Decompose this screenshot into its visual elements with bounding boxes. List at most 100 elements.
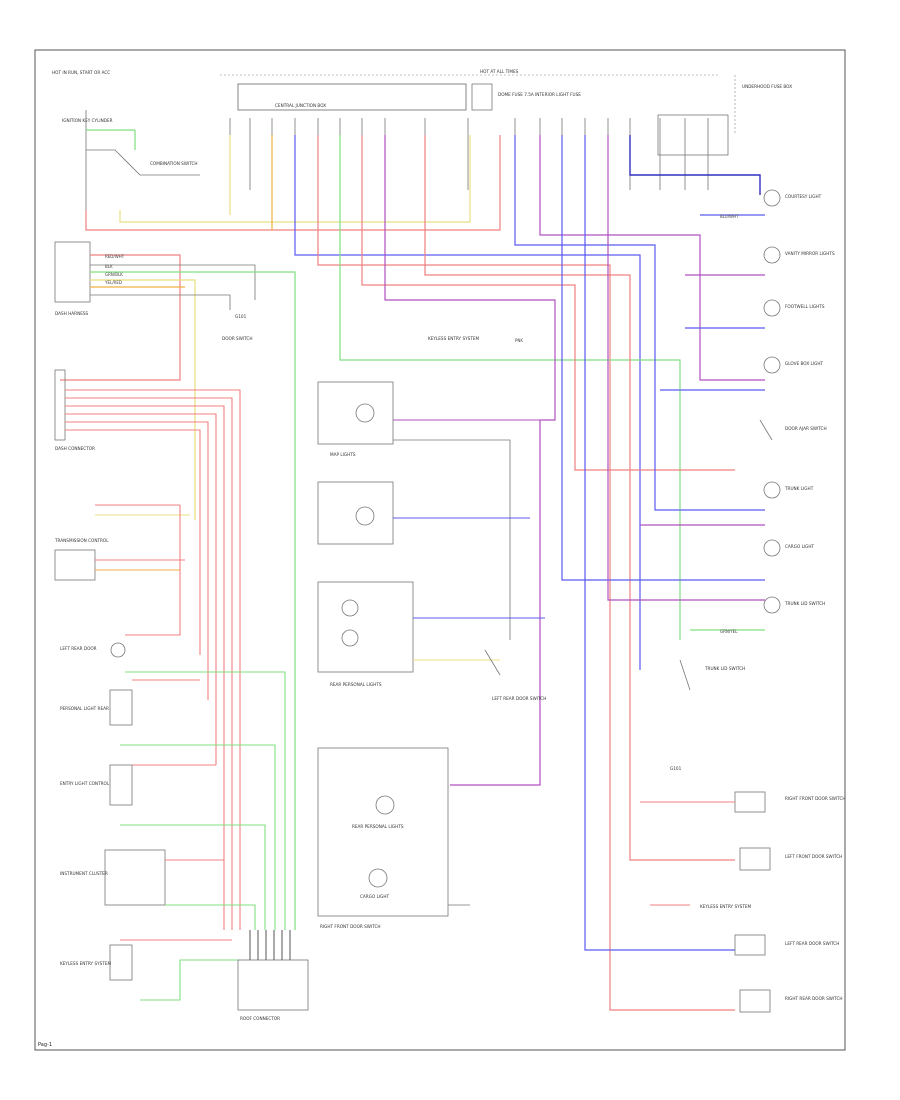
connector-pins: [249, 930, 291, 960]
lamp-4: [763, 356, 781, 374]
label-ignition: IGNITION KEY CYLINDER: [62, 118, 113, 123]
wire-red-ign: [85, 135, 501, 231]
vanity-box: [317, 481, 394, 545]
label-personal-rear: PERSONAL LIGHT REAR: [60, 706, 109, 711]
dash-conn-box: [54, 369, 66, 441]
label-dash-harness: DASH HARNESS: [55, 311, 89, 316]
lamp-7: [763, 596, 781, 614]
label-keyless-mid: KEYLESS ENTRY SYSTEM: [428, 336, 480, 341]
label-underhood-box: UNDERHOOD FUSE BOX: [742, 84, 792, 89]
wire-label-grn-yel: GRN/YEL: [720, 629, 738, 634]
wire-blue-2: [514, 135, 765, 511]
label-glove-box: GLOVE BOX LIGHT: [785, 361, 823, 366]
label-interior-fuse: INTERIOR LIGHT FUSE: [535, 92, 581, 97]
left-red-bundle: [65, 389, 241, 930]
label-rear-personal: REAR PERSONAL LIGHTS: [330, 682, 382, 687]
lamp-3: [763, 299, 781, 317]
roof-connector: [237, 959, 309, 1011]
cargo-bulb: [375, 795, 395, 815]
door-ajar-switch: [759, 419, 773, 441]
lamp-2: [763, 246, 781, 264]
wire-green-ll-4: [165, 904, 256, 930]
wire-green-2: [339, 135, 681, 640]
wire-red-3: [361, 135, 735, 471]
label-door-switch: DOOR SWITCH: [222, 336, 252, 341]
wire-grey-left-2: [90, 294, 231, 310]
wire-darkblue-1: [629, 135, 660, 176]
trans-ctrl-box: [54, 549, 96, 581]
label-trunk-switch: TRUNK LID SWITCH: [784, 601, 825, 606]
wire-yellow-left: [90, 279, 196, 520]
wire-purple-3: [607, 135, 765, 601]
label-trunk-control: TRUNK LID SWITCH: [704, 666, 745, 671]
wire-red-ll-1: [125, 505, 181, 636]
vanity-bulb: [355, 506, 375, 526]
mid-switch: [484, 649, 501, 676]
wire-blue-3: [561, 135, 765, 581]
label-entry-light: ENTRY LIGHT CONTROL: [60, 781, 110, 786]
label-ground-2: G101: [670, 766, 682, 771]
label-map-lights: MAP LIGHTS: [330, 452, 356, 457]
wire-label-blu-wht: BLU/WHT: [720, 214, 739, 219]
label-dome-fuse: DOME FUSE 7.5A: [498, 92, 534, 97]
label-trans-ctrl: TRANSMISSION CONTROL: [54, 538, 109, 543]
wire-purple-1: [384, 135, 556, 786]
label-dash-conn: DASH CONNECTOR: [55, 446, 95, 451]
label-keyless: KEYLESS ENTRY SYSTEM: [60, 961, 112, 966]
label-comb-switch: COMBINATION SWITCH: [150, 161, 198, 166]
rear-personal-bulb-2: [341, 629, 359, 647]
label-trunk-light: TRUNK LIGHT: [784, 486, 814, 491]
label-left-rear-door-sw: LEFT REAR DOOR SWITCH: [492, 696, 546, 701]
wire-label-grn-blk: GRN/BLK: [105, 272, 123, 277]
lamp-5: [763, 481, 781, 499]
footer-page: Pag-1: [38, 1042, 52, 1048]
label-left-front-door: LEFT FRONT DOOR SWITCH: [785, 854, 842, 859]
wire-green-ll-5: [140, 959, 240, 1001]
wire-grey-map: [393, 439, 511, 640]
wire-blue-1: [294, 135, 641, 670]
label-hot-in-run: HOT IN RUN, START OR ACC: [52, 70, 110, 75]
switch-lever: [86, 149, 200, 176]
label-junction-box: CENTRAL JUNCTION BOX: [275, 103, 326, 108]
wire-grey-left: [90, 264, 256, 300]
trunk-switch: [679, 659, 691, 691]
diagram-border: [34, 49, 846, 1051]
wire-red-2: [317, 135, 735, 1011]
underhood-relay-box: [657, 114, 729, 156]
wire-red-left-1: [60, 254, 181, 381]
wire-label-pnk: PNK: [515, 338, 523, 343]
junction-pins: [229, 118, 709, 190]
rear-personal-bulb-1: [341, 599, 359, 617]
label-personal-rear-mid: REAR PERSONAL LIGHTS: [352, 824, 404, 829]
wire-label-blk: BLK: [105, 264, 113, 269]
map-light-bulb: [355, 403, 375, 423]
wire-label-yel-red: YEL/RED: [104, 280, 122, 285]
wire-blue-4: [584, 135, 735, 951]
wire-label-red-wht: RED/WHT: [105, 254, 125, 259]
label-courtesy-light: COURTESY LIGHT: [785, 194, 822, 199]
label-hot-at-all-times: HOT AT ALL TIMES: [480, 69, 519, 74]
label-right-front-door: RIGHT FRONT DOOR SWITCH: [785, 796, 846, 801]
map-lights-box: [317, 381, 394, 445]
label-left-rear-door-right: LEFT REAR DOOR SWITCH: [785, 941, 839, 946]
lamp-6: [763, 539, 781, 557]
label-roof-conn: ROOF CONNECTOR: [240, 1016, 280, 1021]
label-footwell: FOOTWELL LIGHTS: [785, 304, 825, 309]
wire-purple-2: [539, 135, 765, 381]
label-ground: G101: [235, 314, 247, 319]
wire-green-left-1: [90, 271, 296, 930]
rear-personal-box: [317, 581, 414, 673]
label-keyless-right: KEYLESS ENTRY SYSTEM: [700, 904, 752, 909]
label-door-ajar: DOOR AJAR SWITCH: [785, 426, 827, 431]
label-vanity-mirror: VANITY MIRROR LIGHTS: [785, 251, 835, 256]
right-lamps: [763, 189, 781, 614]
label-right-front-door-mid: RIGHT FRONT DOOR SWITCH: [320, 924, 381, 929]
label-instrument-cluster: INSTRUMENT CLUSTER: [60, 871, 108, 876]
cargo-bulb-2: [368, 868, 388, 888]
wire-darkblue-2: [660, 174, 761, 195]
comb-switch-box: [54, 241, 91, 303]
wire-green-ll-2: [120, 744, 276, 930]
wire-red-4: [424, 135, 735, 861]
junction-box: [237, 83, 467, 111]
